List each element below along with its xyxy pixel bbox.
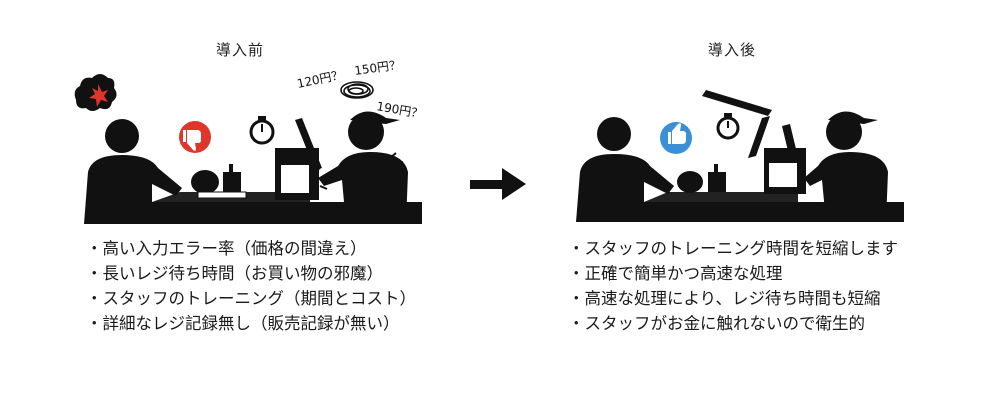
before-illustration: 120円？ 150円？ 190円？ [74,60,424,224]
before-bullet: 長いレジ待ち時間（お買い物の邪魔） [86,261,416,286]
right-arrow-icon [470,168,526,200]
stopwatch-icon [716,113,740,140]
groceries-icon [677,164,726,193]
before-bullet: 詳細なレジ記録無し（販売記録が無い） [86,311,416,336]
groceries-icon [191,164,247,199]
cashier-figure [313,111,408,224]
self-checkout-terminal-icon [702,90,806,194]
after-bullet: スタッフがお金に触れないので衛生的 [568,311,898,336]
confusion-scribble-icon [340,81,374,99]
before-bullet-list: 高い入力エラー率（価格の間違え） 長いレジ待ち時間（お買い物の邪魔） スタッフの… [86,236,417,336]
customer-figure [84,119,182,224]
before-bullet: スタッフのトレーニング（期間とコスト） [86,286,417,311]
after-bullet-list: スタッフのトレーニング時間を短縮します 正確で簡単かつ高速な処理 高速な処理によ… [568,236,899,336]
thumbs-up-icon [660,122,692,154]
cashier-figure [804,111,888,222]
after-bullet: 正確で簡単かつ高速な処理 [568,261,898,286]
anger-bubble-icon [74,74,117,111]
after-illustration [576,90,904,222]
after-title: 導入後 [708,41,757,59]
stopwatch-icon [249,116,275,145]
price-label: 150円？ [353,60,401,78]
cash-register-icon [275,118,322,200]
customer-figure [576,117,674,222]
before-bullet: 高い入力エラー率（価格の間違え） [86,236,416,261]
thumbs-down-icon [179,121,211,153]
before-title: 導入前 [216,41,265,59]
price-label: 120円？ [296,67,345,90]
after-bullet: 高速な処理により、レジ待ち時間も短縮 [568,286,898,311]
after-bullet: スタッフのトレーニング時間を短縮します [568,236,899,261]
